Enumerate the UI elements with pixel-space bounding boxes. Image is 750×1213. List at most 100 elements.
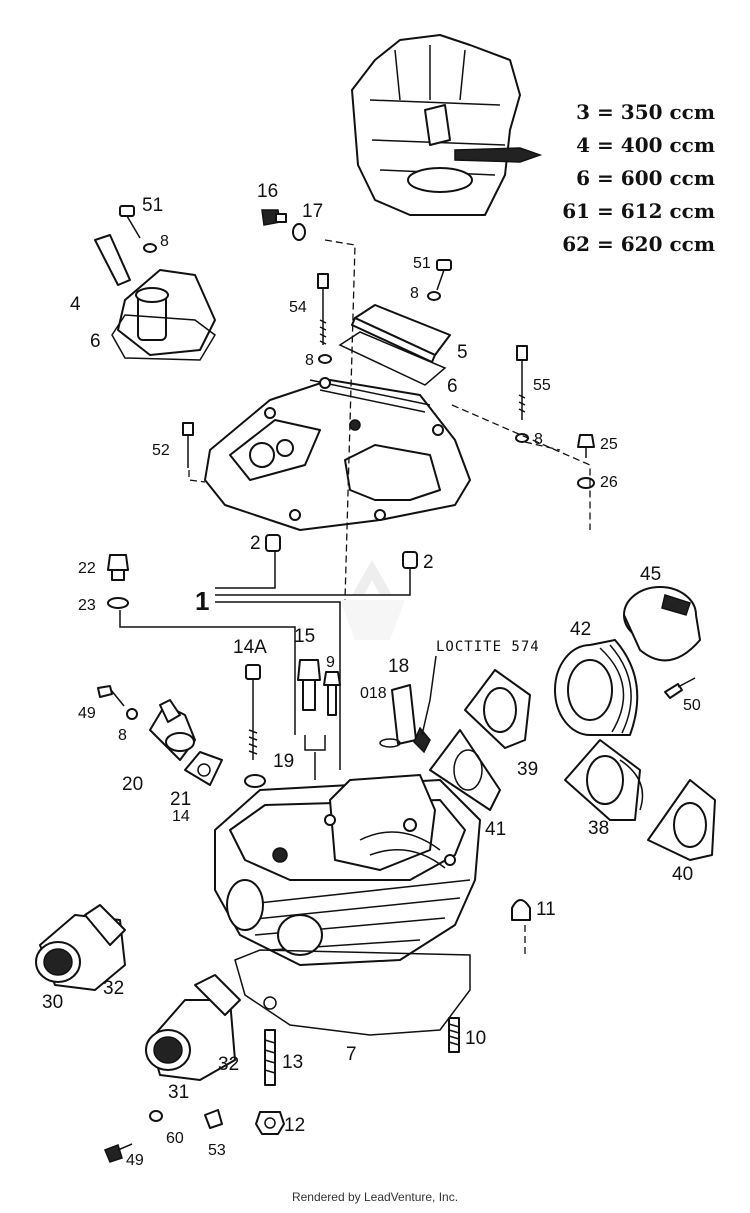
callout-7: 7	[346, 1044, 357, 1065]
plug-25	[577, 434, 595, 489]
flange-39	[464, 669, 531, 749]
callout-32-a: 32	[103, 978, 124, 999]
sensor-9	[323, 671, 341, 716]
callout-49-a: 49	[78, 705, 96, 722]
callout-16: 16	[257, 181, 278, 202]
callout-25: 25	[600, 436, 618, 453]
gasket-21	[184, 751, 223, 786]
cover-plate-5	[351, 304, 451, 363]
callout-31: 31	[168, 1082, 189, 1103]
loctite-label: LOCTITE 574	[436, 639, 540, 655]
cylinder-head	[214, 774, 481, 966]
callout-19: 19	[273, 751, 294, 772]
bolt-50	[664, 677, 696, 699]
washer-60	[149, 1110, 163, 1122]
bolt-49-bottom	[104, 1143, 133, 1163]
callout-42: 42	[570, 619, 591, 640]
callout-13: 13	[282, 1052, 303, 1073]
callout-11: 11	[536, 899, 556, 920]
callout-22: 22	[78, 560, 96, 577]
bolt-14a	[244, 664, 266, 788]
callout-10: 10	[465, 1028, 486, 1049]
legend-line-2: 4 = 400 ccm	[576, 133, 715, 157]
callout-12: 12	[284, 1115, 305, 1136]
watermark-logo	[340, 560, 405, 640]
callout-49-b: 49	[126, 1152, 144, 1169]
gasket-41	[429, 729, 501, 811]
exhaust-flange-30	[35, 904, 126, 991]
callout-32-b: 32	[218, 1054, 239, 1075]
head-gasket-7	[234, 949, 471, 1036]
hose-clamp-45	[623, 586, 701, 662]
camshaft-housing	[204, 377, 471, 531]
callout-55: 55	[533, 377, 551, 394]
callout-6-b: 6	[447, 376, 458, 397]
bolt-51-left	[119, 205, 157, 253]
callout-8-a: 8	[160, 233, 169, 250]
callout-30: 30	[42, 992, 63, 1013]
callout-17: 17	[302, 201, 323, 222]
bolt-49-top	[97, 685, 138, 720]
elbow-20	[149, 699, 196, 761]
legend-line-3: 6 = 600 ccm	[576, 166, 715, 190]
displacement-legend: 3 = 350 ccm 4 = 400 ccm 6 = 600 ccm 61 =…	[562, 100, 715, 256]
callout-21: 21	[170, 789, 191, 810]
callout-45: 45	[640, 564, 661, 585]
callout-8-b: 8	[410, 285, 419, 302]
callout-38: 38	[588, 818, 609, 839]
valve-cover-4	[94, 234, 216, 356]
callout-14a: 14A	[233, 637, 267, 658]
callout-52: 52	[152, 442, 170, 459]
callout-2-a: 2	[250, 533, 261, 554]
clip-53	[204, 1109, 223, 1129]
gasket-6-top	[111, 314, 216, 361]
bolt-51-right	[427, 259, 452, 301]
stud-13	[264, 1029, 276, 1086]
bolt-55	[515, 345, 529, 443]
callout-1: 1	[195, 586, 209, 616]
callout-40: 40	[672, 864, 693, 885]
callout-26: 26	[600, 474, 618, 491]
callout-5: 5	[457, 342, 468, 363]
callout-9: 9	[326, 654, 335, 671]
callout-51-a: 51	[142, 195, 163, 216]
callout-53: 53	[208, 1142, 226, 1159]
callout-51-b: 51	[413, 255, 431, 272]
dowel-2-right	[402, 551, 418, 569]
callout-14: 14	[172, 808, 190, 825]
plug-16	[261, 209, 306, 241]
callout-8-c: 8	[305, 352, 314, 369]
bolt-54	[317, 273, 332, 364]
intake-boot-42	[554, 639, 639, 736]
gasket-6-plate	[338, 331, 447, 386]
acorn-nut-11	[511, 899, 531, 921]
flange-38	[564, 739, 644, 821]
legend-line-4: 61 = 612 ccm	[562, 199, 715, 223]
callout-41: 41	[485, 819, 506, 840]
callout-20: 20	[122, 774, 143, 795]
callout-labels: 51 8 4 6 16 17 51 8 54 8 5 6 55 52 8 25 …	[42, 181, 701, 1169]
leader-lines	[119, 239, 591, 955]
callout-54: 54	[289, 299, 307, 316]
sleeve-18	[379, 684, 431, 754]
callout-50: 50	[683, 697, 701, 714]
legend-line-5: 62 = 620 ccm	[562, 232, 715, 256]
callout-8-d: 8	[534, 431, 543, 448]
exhaust-flange-31	[145, 974, 241, 1081]
callout-4: 4	[70, 294, 81, 315]
bolt-52	[182, 422, 194, 468]
flange-40	[647, 779, 716, 861]
callout-018: 018	[360, 685, 387, 702]
stud-10	[448, 1017, 460, 1053]
plug-22	[107, 554, 129, 609]
callout-23: 23	[78, 597, 96, 614]
callout-2-b: 2	[423, 552, 434, 573]
dowel-2-left	[265, 534, 281, 552]
callout-8-e: 8	[118, 727, 127, 744]
loctite-note: LOCTITE 574	[421, 639, 540, 736]
spark-plug-15	[297, 659, 321, 711]
legend-line-1: 3 = 350 ccm	[576, 100, 715, 124]
nut-12	[255, 1111, 285, 1135]
callout-6-a: 6	[90, 331, 101, 352]
